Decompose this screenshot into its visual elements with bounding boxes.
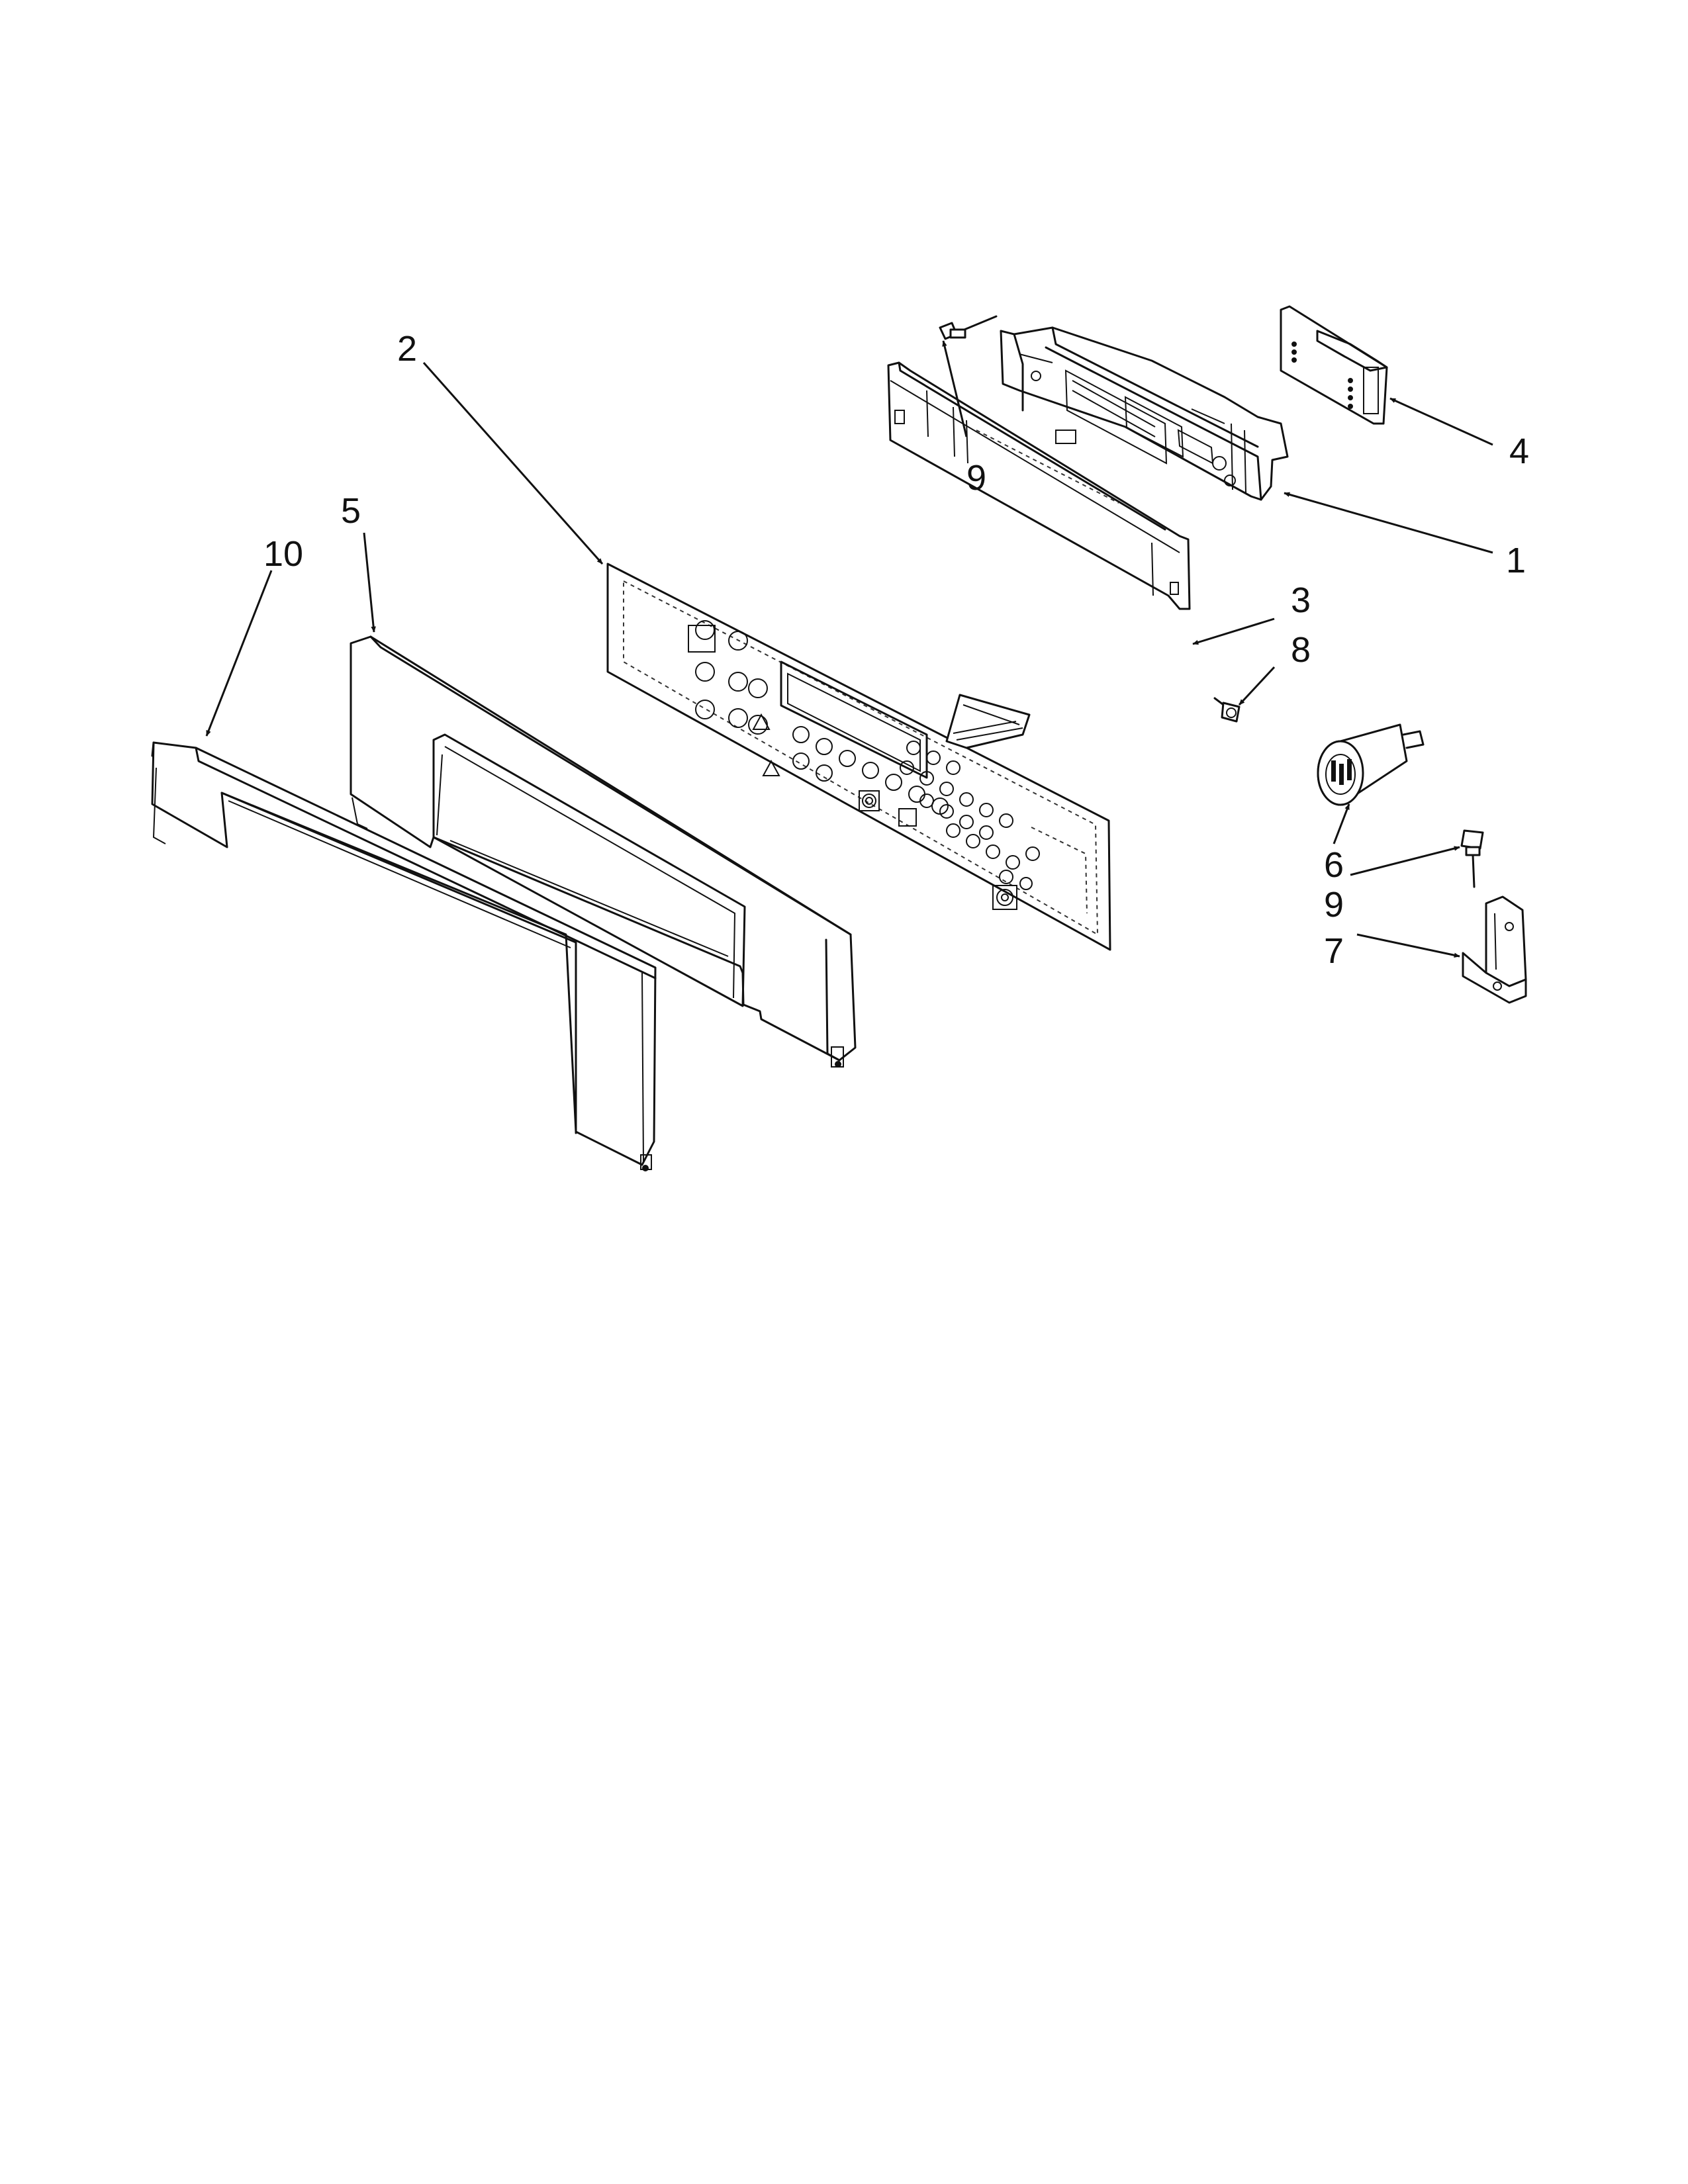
part-6-sensor (1317, 723, 1425, 806)
leader-4 (1389, 397, 1493, 446)
part-1-control-housing (1000, 326, 1289, 501)
callout-6: 6 (1324, 845, 1344, 885)
part-7-l-bracket (1462, 895, 1527, 1004)
leader-6 (1333, 803, 1350, 844)
leader-9-upper (942, 340, 968, 437)
part-2-control-overlay (606, 563, 1111, 951)
leader-10 (205, 570, 273, 737)
callout-2: 2 (397, 329, 417, 369)
leader-2 (422, 362, 604, 565)
callout-1: 1 (1506, 541, 1526, 580)
callout-9-lower: 9 (1324, 885, 1344, 925)
part-5-panel-housing (350, 635, 857, 1068)
callout-labels: 9 4 2 1 5 10 3 8 6 9 7 (263, 329, 1529, 971)
leader-3 (1192, 617, 1275, 645)
part-9-lower-screw (1460, 829, 1484, 888)
leader-1 (1284, 492, 1493, 554)
leader-7 (1356, 933, 1460, 958)
callout-8: 8 (1291, 630, 1311, 670)
part-8-screw (1213, 697, 1241, 723)
leader-8 (1238, 666, 1276, 706)
leader-5 (363, 532, 376, 633)
callout-7: 7 (1324, 931, 1344, 971)
callout-10: 10 (263, 534, 303, 574)
part-4-circuit-board (1280, 305, 1388, 425)
callout-4: 4 (1509, 432, 1529, 471)
leader-lines (205, 340, 1493, 958)
part-9-upper-screw (939, 315, 998, 340)
callout-9-upper: 9 (966, 458, 986, 498)
leader-9-lower (1350, 846, 1460, 876)
callout-3: 3 (1291, 580, 1311, 620)
part-10-lower-trim (151, 741, 657, 1171)
callout-5: 5 (341, 491, 361, 531)
